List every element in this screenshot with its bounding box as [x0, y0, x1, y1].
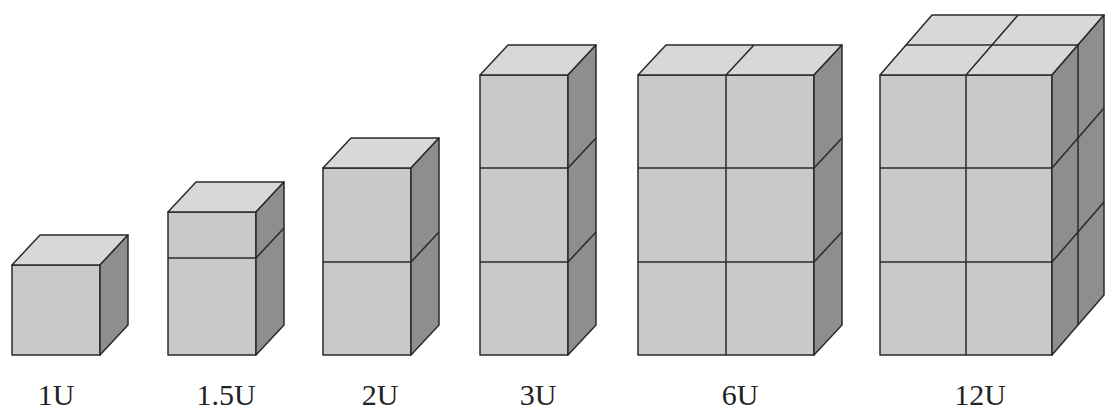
cube-6u — [638, 45, 842, 355]
cube-2u — [323, 138, 439, 355]
size-label: 6U — [722, 380, 759, 410]
size-label: 2U — [362, 380, 399, 410]
size-label: 1U — [38, 380, 75, 410]
cube-1-5u — [168, 182, 284, 355]
size-label: 3U — [520, 380, 557, 410]
cube-12u — [880, 15, 1104, 355]
size-label: 12U — [954, 380, 1006, 410]
cube-1u — [12, 235, 128, 355]
size-label: 1.5U — [196, 380, 255, 410]
cube-3u — [480, 45, 596, 355]
